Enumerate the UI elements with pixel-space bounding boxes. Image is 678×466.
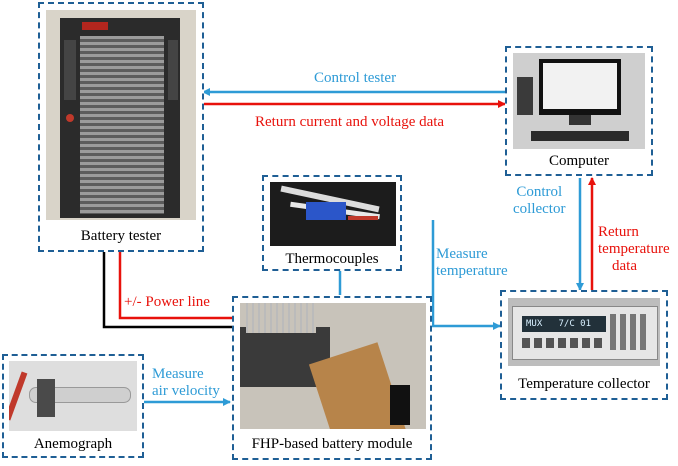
battery-tester-photo [46, 10, 196, 220]
measure-temperature-line-2: temperature [436, 263, 508, 279]
return-temperature-label: Return temperature data [598, 224, 670, 275]
return-temperature-line-2: temperature [598, 241, 670, 257]
measure-temperature-line-1: Measure [436, 246, 488, 262]
computer-photo [513, 53, 645, 149]
control-collector-label: Control collector [513, 184, 565, 218]
measure-temperature-arrow [431, 220, 501, 330]
measure-temperature-label: Measure temperature [436, 246, 508, 280]
control-collector-line-2: collector [513, 201, 566, 217]
battery-module-photo [240, 303, 426, 429]
anemograph-photo [9, 361, 137, 431]
thermocouples-label: Thermocouples [285, 251, 379, 267]
measure-air-velocity-line-2: air velocity [152, 383, 220, 399]
computer-node: Computer [505, 46, 653, 176]
control-collector-line-1: Control [516, 184, 563, 200]
anemograph-label: Anemograph [33, 436, 113, 452]
anemograph-node: Anemograph [2, 354, 144, 458]
collector-display: MUX 7/C 01 [522, 316, 606, 332]
temperature-collector-node: MUX 7/C 01 Temperature collector [500, 290, 668, 400]
power-line-red [118, 250, 232, 320]
thermocouples-photo [270, 182, 396, 246]
thermocouples-node: Thermocouples [262, 175, 402, 271]
battery-module-label: FHP-based battery module [251, 436, 413, 452]
battery-module-node: FHP-based battery module [232, 296, 432, 460]
measure-air-velocity-line-1: Measure [152, 366, 204, 382]
battery-tester-label: Battery tester [80, 228, 162, 244]
return-temperature-line-1: Return [598, 224, 639, 240]
control-tester-label: Control tester [314, 70, 397, 86]
power-line-label: +/- Power line [124, 294, 210, 310]
return-current-voltage-label: Return current and voltage data [255, 114, 445, 130]
return-temperature-line-3: data [612, 258, 637, 274]
measure-air-velocity-label: Measure air velocity [152, 366, 220, 400]
temperature-collector-label: Temperature collector [518, 376, 650, 392]
computer-label: Computer [549, 153, 609, 169]
power-line-black [102, 250, 232, 329]
battery-tester-node: Battery tester [38, 2, 204, 252]
temperature-collector-photo: MUX 7/C 01 [508, 298, 660, 366]
